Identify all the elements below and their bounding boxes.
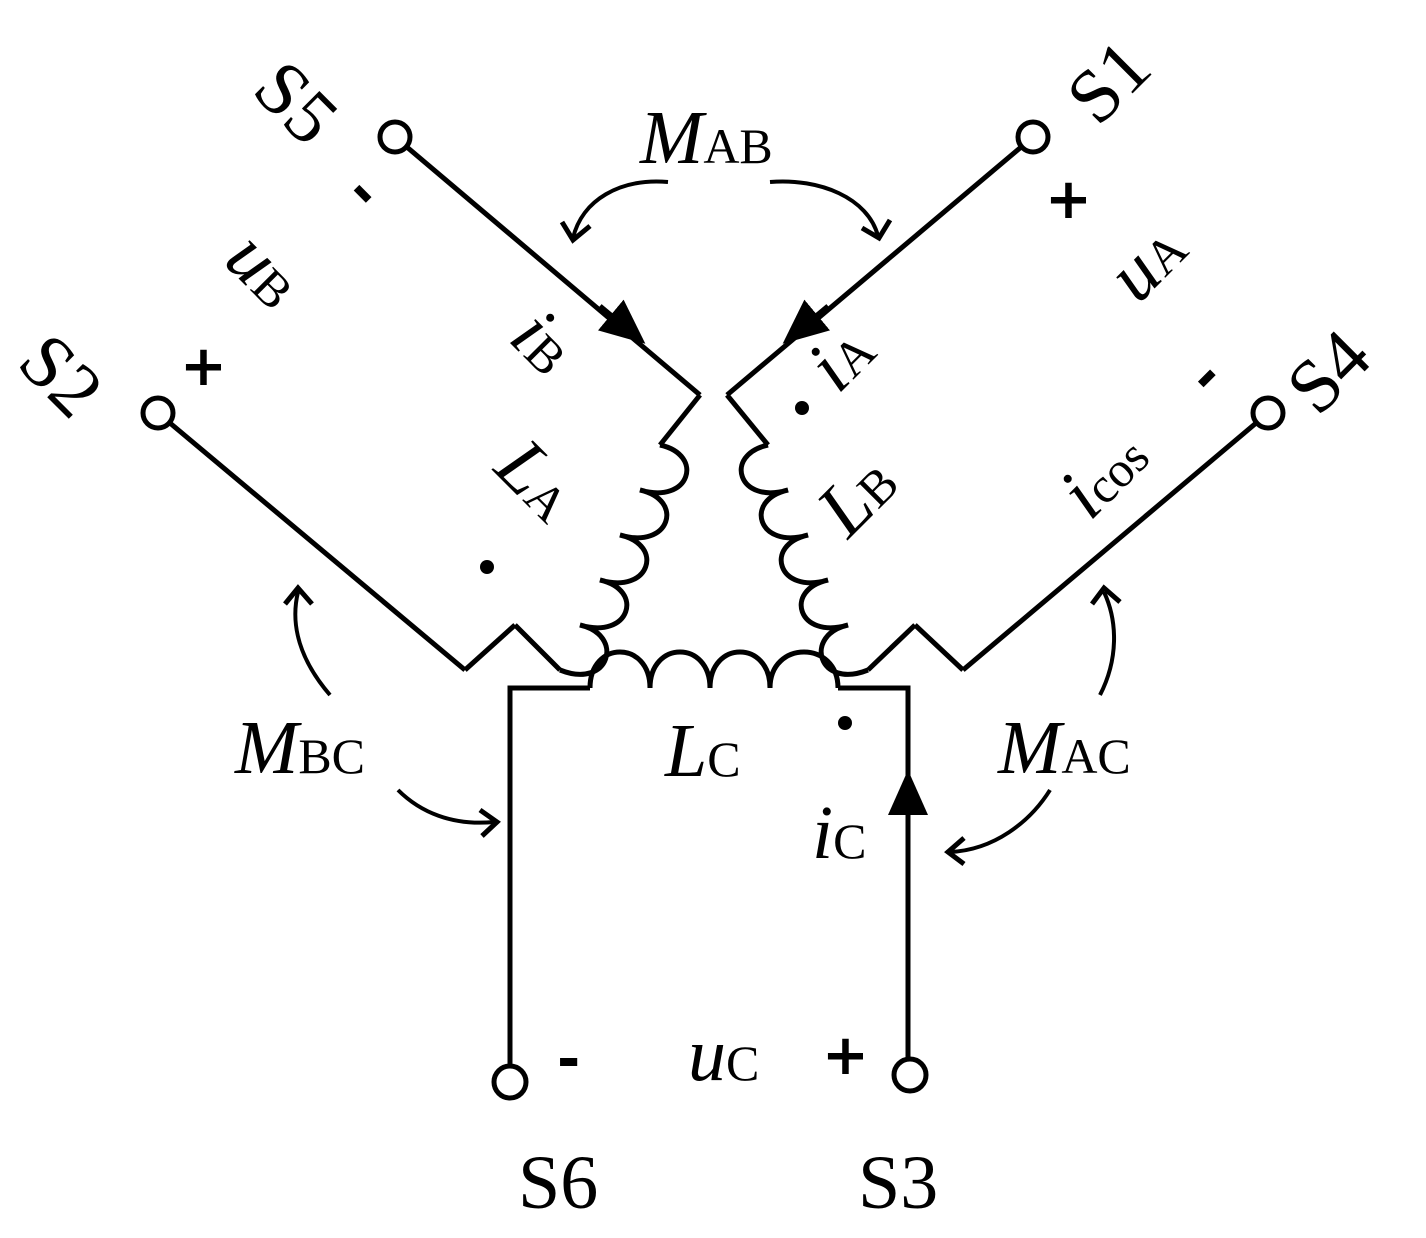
current-arrow-ia	[782, 299, 831, 344]
label-ub: uB	[210, 215, 320, 325]
label-lc-symbol: L	[664, 709, 707, 793]
label-s1: S1	[1051, 24, 1167, 140]
arc-mab-right	[769, 179, 880, 237]
arrowhead-mbc-up	[283, 584, 314, 606]
label-mab-symbol: M	[639, 96, 707, 180]
arrowhead-mab-left	[559, 220, 592, 244]
winding-a	[156, 135, 702, 677]
wire-la-top	[658, 393, 702, 447]
dot-lc	[838, 716, 852, 730]
arrowhead-mac-up	[1090, 584, 1122, 606]
label-s4: S4	[1271, 314, 1387, 430]
label-s6: S6	[518, 1141, 598, 1225]
wire-lb-top	[725, 393, 770, 447]
label-ic-sub: C	[833, 813, 866, 869]
label-ib: iB	[495, 293, 593, 391]
arc-mac-up	[1098, 591, 1117, 696]
label-uc-symbol: u	[688, 1013, 726, 1097]
label-lb: LB	[800, 439, 914, 553]
label-mbc: MBC	[234, 706, 365, 790]
label-s2: S2	[3, 318, 119, 434]
terminal-s3	[891, 1056, 929, 1094]
wire-s1-lead	[725, 135, 1035, 397]
wire-lc-left	[507, 685, 590, 1065]
inductor-la-coil	[559, 442, 690, 677]
terminal-s2	[140, 395, 176, 431]
dot-lb	[795, 401, 809, 415]
wire-s2-lead	[156, 411, 467, 672]
winding-b	[725, 135, 1270, 677]
arrowhead-mbc-right	[478, 807, 501, 838]
terminal-s1	[1015, 119, 1051, 155]
label-s5: S5	[238, 45, 354, 161]
wire-la-junction	[463, 623, 517, 672]
label-ic: iC	[812, 791, 866, 875]
sign-plus-s2: +	[180, 334, 227, 399]
label-mab: MAB	[639, 96, 773, 180]
label-mac: MAC	[997, 706, 1131, 790]
label-mac-sub: AC	[1061, 728, 1130, 784]
arrowhead-mab-right	[860, 218, 893, 242]
wire-lb-junction	[913, 623, 965, 672]
winding-c	[507, 649, 928, 1065]
arc-mab-left	[571, 179, 669, 239]
label-la: LA	[479, 422, 595, 538]
label-uc-sub: C	[726, 1035, 759, 1091]
arc-mac-left	[949, 788, 1052, 854]
terminal-s6	[491, 1063, 529, 1101]
label-lc-sub: C	[707, 731, 740, 787]
sign-minus-s4: -	[1174, 345, 1236, 407]
arrowhead-mac-left	[944, 836, 966, 866]
inductor-lc-coil	[587, 649, 841, 689]
label-mab-sub: AB	[703, 118, 772, 174]
sign-plus-s3: +	[822, 1023, 869, 1088]
wire-la-bottom	[513, 623, 562, 672]
sign-minus-s6: -	[557, 1027, 580, 1092]
wire-lc-right	[838, 685, 911, 1065]
arc-mbc-right	[396, 788, 495, 825]
inductor-lb-coil	[738, 442, 869, 677]
label-ic-symbol: i	[812, 791, 833, 875]
label-lc: LC	[664, 709, 741, 793]
wire-lb-bottom	[866, 623, 917, 672]
wire-s4-lead	[961, 411, 1270, 672]
wire-s5-lead	[393, 135, 702, 397]
label-mac-symbol: M	[997, 706, 1065, 790]
terminal-s5	[377, 119, 413, 155]
sign-minus-s5: -	[333, 161, 395, 223]
label-mbc-sub: BC	[298, 728, 365, 784]
label-mbc-symbol: M	[234, 706, 302, 790]
dot-la	[480, 560, 494, 574]
label-ua: uA	[1091, 205, 1203, 317]
current-arrow-ib	[597, 299, 646, 344]
label-uc: uC	[688, 1013, 759, 1097]
terminal-s4	[1250, 395, 1286, 431]
sign-plus-s1: +	[1045, 167, 1092, 232]
label-s3: S3	[858, 1141, 938, 1225]
arc-mbc-up	[293, 591, 332, 697]
